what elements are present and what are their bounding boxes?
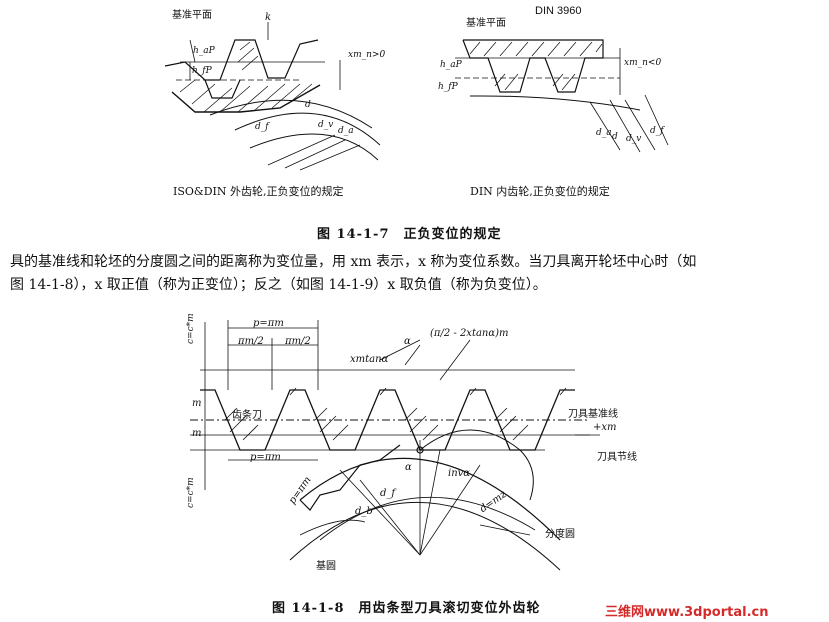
- right-xm-label: xm_n<0: [624, 58, 662, 68]
- base-circle-label: 基圆: [316, 561, 336, 572]
- right-gear-hatch: [469, 41, 603, 91]
- left-dv-label: d_v: [318, 120, 334, 130]
- left-gear-sketch: [164, 22, 381, 171]
- plus-xm-label: +xm: [593, 422, 617, 433]
- site-watermark: 三维网www.3dportal.cn: [605, 605, 769, 620]
- figure-14-1-7-title: 图 14-1-7 正负变位的规定: [317, 227, 502, 242]
- right-gear-sketch: [455, 39, 669, 153]
- rack-hatch: [224, 387, 567, 441]
- left-hfp-label: h_fP: [192, 66, 212, 76]
- formula-label: (π/2 - 2xtanα)m: [430, 328, 509, 339]
- clearance-top-label: c=c*m: [186, 313, 196, 344]
- right-da-label: d_a: [596, 128, 612, 138]
- gear-blank: [289, 429, 561, 571]
- inv-alpha-label: invα: [448, 468, 471, 479]
- clearance-bottom-label: c=c*m: [186, 477, 196, 508]
- rack-cutter-label: 齿条刀: [232, 410, 262, 421]
- paragraph-line-2: 图 14-1-8），x 取正值（称为正变位）；反之（如图 14-1-9）x 取负…: [10, 277, 547, 293]
- left-da-label: d_a: [338, 126, 354, 136]
- right-caption: DIN 内齿轮,正负变位的规定: [470, 185, 610, 198]
- reference-circle-label: 分度圆: [545, 529, 575, 540]
- module-2-label: m: [192, 428, 202, 439]
- module-1-label: m: [192, 398, 202, 409]
- right-dv-label: d_v: [626, 134, 642, 144]
- right-datum-label: 基准平面: [466, 18, 506, 29]
- pitch-line-label: 刀具节线: [597, 452, 637, 463]
- left-xm-label: xm_n>0: [348, 50, 386, 60]
- left-hap-label: h_aP: [193, 46, 215, 56]
- dimension-lines: [204, 320, 600, 490]
- left-caption: ISO&DIN 外齿轮,正负变位的规定: [173, 185, 344, 198]
- alpha-top-label: α: [404, 336, 411, 347]
- right-hap-label: h_aP: [440, 60, 462, 70]
- left-d-label: d: [305, 100, 311, 110]
- half-pitch-1-label: πm/2: [238, 336, 264, 347]
- base-diameter-label: d_b: [355, 506, 373, 517]
- paragraph-line-1: 具的基准线和轮坯的分度圆之间的距离称为变位量，用 xm 表示，x 称为变位系数。…: [10, 254, 697, 270]
- figure-14-1-8-title: 图 14-1-8 用齿条型刀具滚切变位外齿轮: [272, 601, 541, 616]
- xmtan-label: xmtanα: [350, 354, 389, 365]
- pitch-bottom-label: p=πm: [250, 452, 281, 463]
- figure-14-1-8-drawing: [190, 320, 600, 571]
- left-df-label: d_f: [255, 122, 269, 132]
- right-hfp-label: h_fP: [438, 82, 458, 92]
- left-gear-hatch: [179, 41, 313, 113]
- pitch-top-label: p=πm: [253, 318, 284, 329]
- left-datum-label: 基准平面: [172, 10, 212, 21]
- alpha-mid-label: α: [405, 462, 412, 473]
- half-pitch-2-label: πm/2: [285, 336, 311, 347]
- datum-line-label: 刀具基准线: [568, 409, 618, 420]
- right-df-label: d_f: [650, 126, 664, 136]
- right-d-label: d: [612, 132, 618, 142]
- rack-cutter: [190, 369, 590, 451]
- root-diameter-label: d_f: [380, 488, 396, 499]
- din-3960-label: DIN 3960: [535, 5, 582, 17]
- left-k-label: k: [265, 12, 272, 23]
- figure-14-1-7-drawing: [164, 22, 669, 171]
